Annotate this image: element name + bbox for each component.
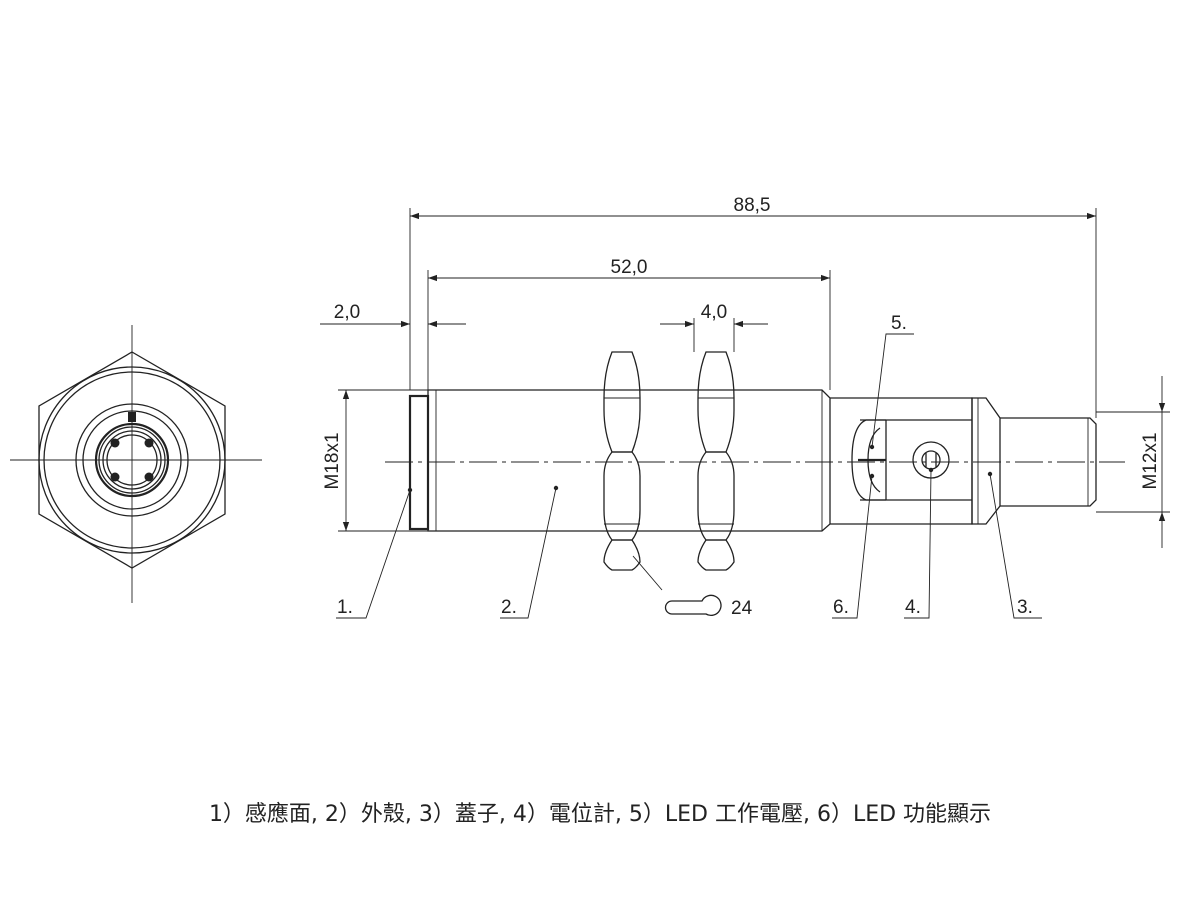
- dim-overall-length: 88,5: [734, 195, 771, 216]
- side-view: [385, 351, 1125, 571]
- dim-thread-main: M18x1: [322, 432, 343, 489]
- dim-body-length: 52,0: [611, 257, 648, 278]
- wrench-size-label: 24: [731, 598, 753, 619]
- dim-nut-width: 4,0: [701, 302, 727, 323]
- callout-5: 5.: [891, 313, 907, 334]
- end-view: [10, 325, 262, 603]
- callout-4: 4.: [905, 597, 921, 618]
- legend-caption: 1）感應面, 2）外殼, 3）蓋子, 4）電位計, 5）LED 工作電壓, 6）…: [208, 802, 992, 827]
- mounting-nut-1: [603, 351, 641, 571]
- callout-1: 1.: [337, 597, 353, 618]
- callout-2: 2.: [501, 597, 517, 618]
- dimension-labels: 88,5 52,0 2,0 4,0 M18x1 M12x1: [322, 195, 1161, 490]
- wrench-icon: 24: [632, 555, 753, 619]
- dim-face-offset: 2,0: [334, 302, 360, 323]
- callout-3: 3.: [1017, 597, 1033, 618]
- callouts: 1. 2. 5. 6. 4. 3.: [336, 313, 1042, 619]
- mounting-nut-2: [697, 351, 735, 571]
- dimension-lines: [320, 208, 1170, 548]
- connector-pins: [110, 438, 154, 482]
- callout-6: 6.: [833, 597, 849, 618]
- dim-thread-connector: M12x1: [1140, 432, 1161, 489]
